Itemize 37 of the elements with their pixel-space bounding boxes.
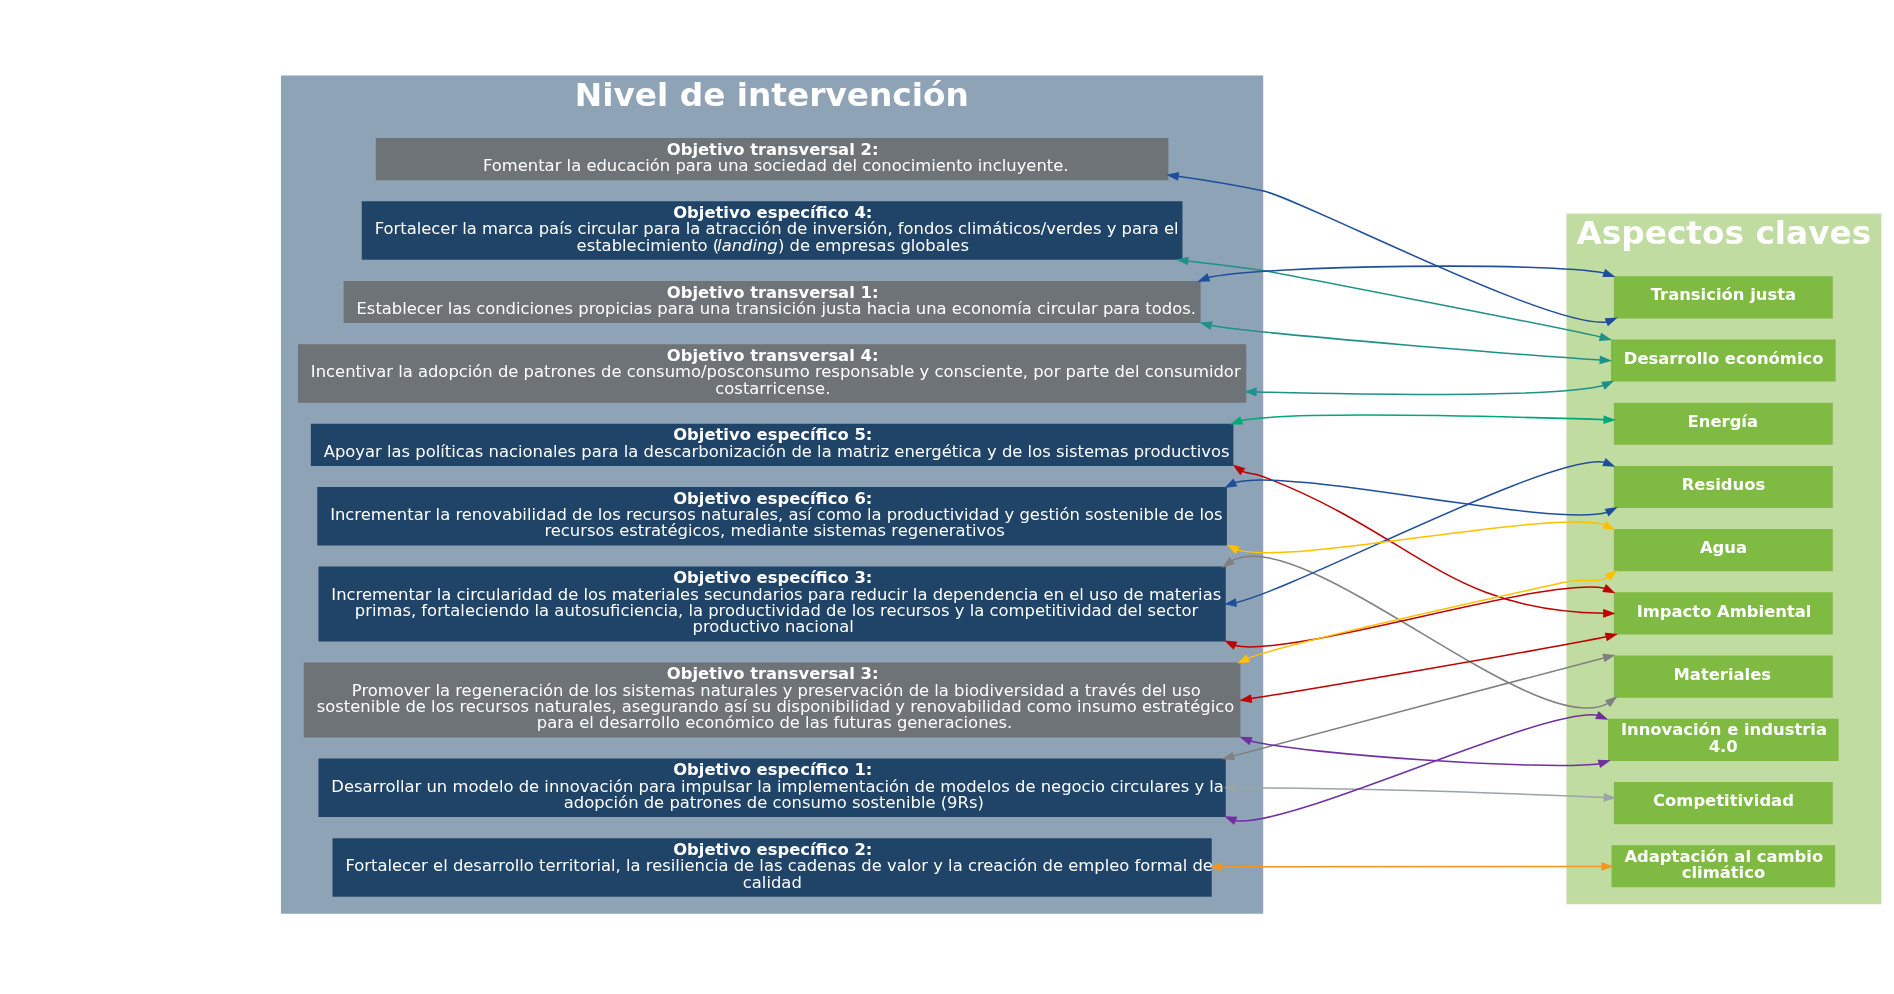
node-box: Objetivo específico 2: Fortalecer el desarrollo territorial, la resiliencia de las cadenas de valor y la creación de empleo formal de calidad: [332, 837, 1212, 897]
node-box: Residuos: [1613, 465, 1833, 508]
node-box: Energía: [1613, 402, 1833, 445]
node-box: Objetivo transversal 3: Promover la regeneración de los sistemas naturales y preservación de la biodiversidad a través del uso sostenible de los recursos naturales, asegurando así su disponibilidad y renovabilidad como insumo estratégico para el desarrollo económico de las futuras generaciones.: [303, 662, 1241, 737]
node-box: Objetivo específico 3: Incrementar la circularidad de los materiales secundarios para reducir la dependencia en el uso de materias primas, fortaleciendo la autosuficiencia, la productividad de los recursos y la competitividad del sector productivo nacional: [318, 566, 1226, 641]
node-box: Objetivo transversal 1: Establecer las condiciones propicias para una transición justa hacia una economía circular para todos.: [343, 280, 1201, 323]
arrow: [1239, 632, 1618, 703]
arrow: [1166, 171, 1618, 326]
node-box: Agua: [1613, 528, 1833, 571]
node-box: Objetivo transversal 2: Fomentar la educación para una sociedad del conocimiento incluyente.: [375, 137, 1169, 180]
node-box: Adaptación al cambio climático: [1611, 844, 1836, 887]
node-box: Impacto Ambiental: [1613, 591, 1833, 634]
arrow: [1244, 380, 1615, 396]
node-box: Materiales: [1613, 655, 1833, 698]
node-box: Objetivo específico 1: Desarrollar un modelo de innovación para impulsar la implementación de modelos de negocio circulares y la adopción de patrones de consumo sostenible (9Rs): [318, 758, 1226, 817]
node-box: Innovación e industria 4.0: [1608, 718, 1839, 761]
arrow: [1224, 783, 1617, 802]
arrow: [1239, 736, 1611, 768]
arrow: [1199, 320, 1613, 364]
arrow: [1175, 256, 1612, 341]
node-box: Objetivo transversal 4: Incentivar la adopción de patrones de consumo/posconsumo responsable y consciente, por parte del consumidor costarricense.: [297, 343, 1247, 403]
arrow: [1197, 264, 1616, 282]
arrow: [1230, 413, 1616, 425]
arrow: [1224, 478, 1618, 516]
arrow: [1222, 554, 1618, 709]
node-box: Competitividad: [1613, 781, 1833, 824]
arrow: [1224, 583, 1616, 650]
node-box: Desarrollo económico: [1610, 338, 1836, 382]
arrow: [1237, 569, 1618, 664]
node-box: Objetivo específico 6: Incrementar la renovabilidad de los recursos naturales, así como la productividad y gestión sostenible de los recursos estratégicos, mediante sistemas regenerativos: [317, 486, 1227, 545]
arrow: [1209, 861, 1614, 871]
node-box: Objetivo específico 5: Apoyar las políticas nacionales para la descarbonización de la matriz energética y de los sistemas productivos: [310, 423, 1234, 466]
node-box: Objetivo específico 4: Fortalecer la marca país circular para la atracción de inversión, fondos climáticos/verdes y para el establecimiento (landing) de empresas globales: [361, 200, 1183, 260]
arrow: [1226, 520, 1616, 554]
arrow: [1221, 653, 1616, 760]
arrow: [1224, 710, 1609, 825]
node-box: Transición justa: [1613, 275, 1833, 318]
